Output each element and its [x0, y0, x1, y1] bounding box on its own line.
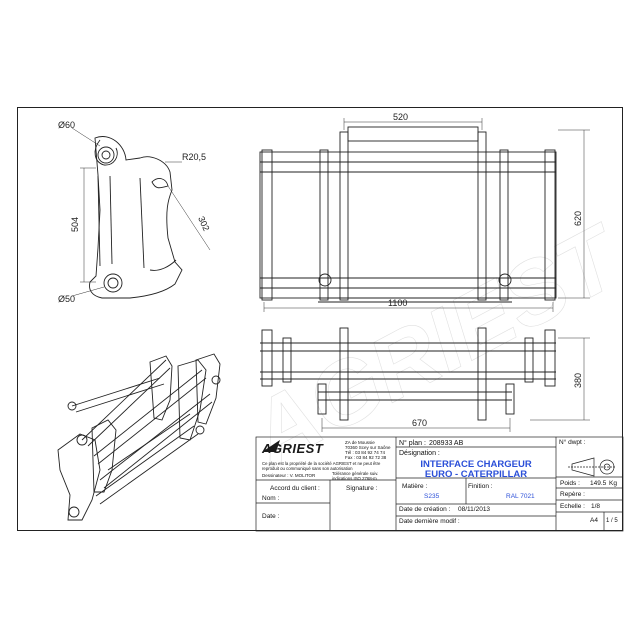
- dim-d50: Ø50: [58, 294, 75, 304]
- material-label: Matière :: [402, 483, 428, 490]
- dim-r205: R20,5: [182, 152, 206, 162]
- tolerance-note: Tolérance générale suiv. indications ISO…: [332, 471, 378, 481]
- dim-1100: 1100: [388, 298, 407, 308]
- drawing-frame: [17, 107, 623, 531]
- title-block-grid: [255, 436, 624, 532]
- side-view-dims: [71, 127, 211, 297]
- drawer-name: Dessinateur : V. MOLITOR: [262, 473, 316, 478]
- address-line: Fax : 03 84 92 72 38: [345, 455, 387, 460]
- company-address: ZA de Moussie 70360 Scey sur Saône Tél :…: [345, 440, 391, 460]
- designation-title: INTERFACE CHARGEUR EURO - CATERPILLAR: [402, 460, 550, 480]
- weight-value: 149.5: [590, 480, 607, 487]
- weight-label: Poids :: [560, 480, 580, 487]
- notice-line: reproduit ou communiqué sans son autoris…: [262, 466, 353, 471]
- address-line: Tél : 03 84 92 74 74: [345, 450, 386, 455]
- designation-line: INTERFACE CHARGEUR: [420, 459, 532, 470]
- front-view: [259, 126, 557, 303]
- logo-mark: [262, 440, 280, 452]
- sheet-value: 1 / 5: [606, 518, 618, 524]
- client-agreement-label: Accord du client :: [270, 485, 320, 492]
- notice-line: Ce plan est la propriété de la société A…: [262, 461, 381, 466]
- dim-380: 380: [573, 373, 583, 388]
- designation-line: EURO - CATERPILLAR: [424, 469, 528, 480]
- material-value: S235: [424, 493, 440, 500]
- format-value: A4: [590, 517, 598, 524]
- address-line: 70360 Scey sur Saône: [345, 445, 391, 450]
- draw-number-label: N° dwpt :: [559, 439, 586, 446]
- address-line: ZA de Moussie: [345, 440, 375, 445]
- tolerance-line: indications ISO 2768-m: [332, 476, 377, 481]
- front-view-dims: [263, 118, 590, 312]
- scale-value: 1/8: [591, 503, 601, 510]
- signature-label: Signature :: [346, 485, 378, 492]
- dim-302: 302: [196, 215, 211, 233]
- scale-label: Echelle :: [560, 503, 585, 510]
- top-view-dim-labels: 380 670: [412, 373, 583, 428]
- front-view-dim-labels: 520 1100 620: [388, 112, 583, 308]
- plan-number: 208933 AB: [429, 440, 464, 447]
- dim-504: 504: [70, 217, 80, 232]
- dim-520: 520: [393, 112, 408, 122]
- date-label: Date :: [262, 513, 280, 520]
- side-view: [89, 136, 183, 299]
- created-value: 08/11/2013: [458, 506, 491, 513]
- weight-unit: Kg: [609, 480, 617, 487]
- created-label: Date de création :: [399, 506, 451, 513]
- top-view: [260, 327, 556, 421]
- finish-label: Finition :: [468, 483, 493, 490]
- dim-d60: Ø60: [58, 120, 75, 130]
- top-view-dims: [321, 337, 590, 432]
- company-logo: AGRIEST: [262, 441, 324, 456]
- name-label: Nom :: [262, 495, 280, 502]
- projection-symbol-icon: [568, 457, 616, 477]
- dim-670: 670: [412, 418, 427, 428]
- ownership-notice: Ce plan est la propriété de la société A…: [262, 461, 380, 471]
- side-view-dim-labels: Ø60 R20,5 504 302 Ø50: [58, 120, 211, 304]
- mark-label: Repère :: [560, 491, 585, 498]
- plan-number-label: N° plan :: [399, 440, 426, 447]
- dim-620: 620: [573, 211, 583, 226]
- modified-label: Date dernière modif :: [399, 518, 460, 525]
- finish-value: RAL 7021: [506, 493, 535, 500]
- tolerance-line: Tolérance générale suiv.: [332, 471, 379, 476]
- isometric-view: [57, 353, 221, 521]
- designation-label: Désignation :: [399, 450, 440, 457]
